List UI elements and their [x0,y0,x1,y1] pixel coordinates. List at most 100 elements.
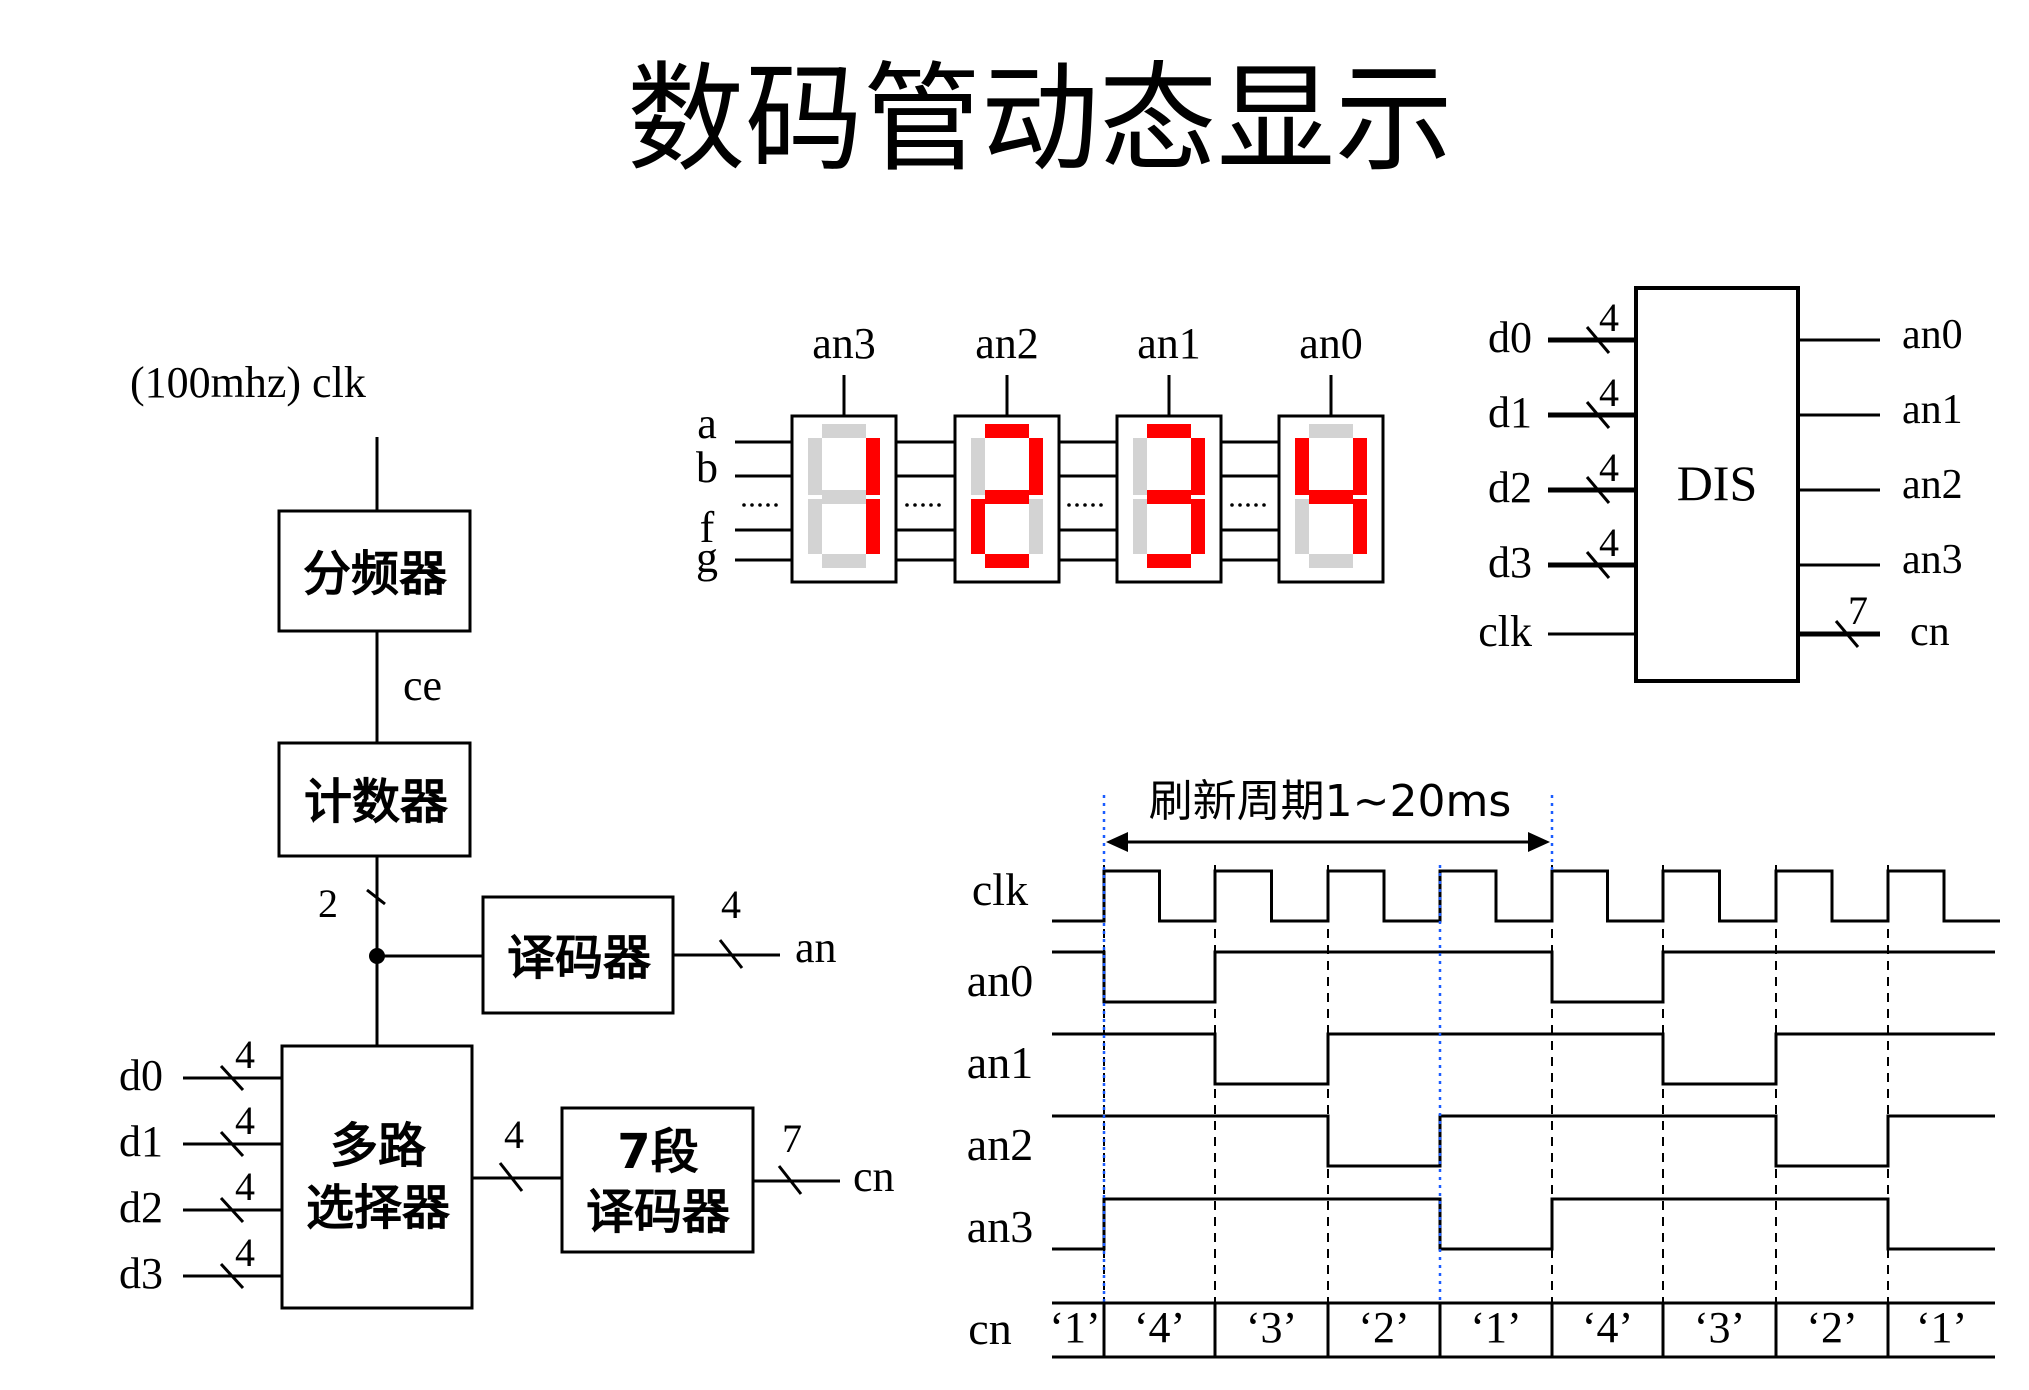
continuation-dot [1262,503,1266,507]
dis-input-width: 4 [1599,445,1619,490]
dis-input-label: clk [1478,607,1532,656]
dis-output-label: cn [1910,609,1950,655]
continuation-dot [1075,503,1079,507]
seven-segment-digit: an0 [1277,319,1385,584]
counter-block [277,741,472,858]
dis-block [1548,286,1880,683]
mux-block [280,1044,474,1310]
segment-d [1309,554,1353,568]
dis-input-label: d1 [1488,388,1532,437]
dis-inputs: d0 4 d1 4 d2 4 d3 4 clk [1478,295,1619,656]
dis-block-box [1634,286,1800,683]
continuation-dot [913,503,917,507]
divider-block [277,509,472,633]
segment-e [971,499,985,554]
input-width-label: 4 [235,1230,255,1275]
segment-f [1133,438,1147,495]
input-width-label: 4 [235,1098,255,1143]
continuation-dot [766,503,770,507]
segment-line-label: f [700,503,715,552]
segment-g [985,490,1029,504]
refresh-period-label: 刷新周期1~20ms [1149,776,1512,827]
dis-output-label: an3 [1902,537,1963,583]
cn-value-label: ‘4’ [1582,1303,1633,1352]
segment-e [808,499,822,554]
continuation-dot [929,503,933,507]
decoder-label: 译码器 [507,930,652,986]
continuation-dot [750,503,754,507]
dis-output-label: an0 [1902,312,1963,358]
continuation-dot [1230,503,1234,507]
signal-label: an1 [967,1037,1033,1088]
continuation-dot [1246,503,1250,507]
segment-a [822,424,866,438]
block-diagram [183,437,840,1310]
signal-label: an2 [967,1119,1033,1170]
segment-g [1309,490,1353,504]
segment-c [866,499,880,554]
sel-width-label: 2 [318,881,338,926]
dis-input-width: 4 [1599,520,1619,565]
segment-line-label: g [696,533,718,582]
input-width-label: 4 [235,1164,255,1209]
cn-value-label: ‘1’ [1470,1303,1521,1352]
input-label: d2 [119,1183,163,1232]
mux-out-width-label: 4 [504,1112,524,1157]
segment-d [985,554,1029,568]
continuation-dot [937,503,941,507]
segment-b [1191,438,1205,495]
dis-input-width: 4 [1599,295,1619,340]
dis-output-width: 7 [1848,588,1868,633]
waveform-an1 [1052,1032,1995,1086]
cn-value-label: ‘4’ [1134,1303,1185,1352]
mux-label-line1: 多路 [330,1118,427,1174]
continuation-dot [1067,503,1071,507]
cn-value-label: ‘1’ [1916,1303,1967,1352]
dis-input-label: d2 [1488,463,1532,512]
segment-f [1295,438,1309,495]
dis-block-label: DIS [1677,455,1758,511]
cn-output-label: cn [853,1152,895,1201]
waveform-an2 [1052,1114,1995,1168]
signal-label: an3 [967,1201,1033,1252]
counter-label: 计数器 [304,774,449,830]
digit-enable-label: an3 [812,319,876,368]
segment-b [866,438,880,495]
segment-a [1147,424,1191,438]
segment-d [1147,554,1191,568]
waveform-an3 [1052,1197,1995,1251]
ce-label: ce [403,661,442,710]
cn-value-label: ‘2’ [1358,1303,1409,1352]
segment-a [985,424,1029,438]
refresh-arrow-head-right [1528,832,1550,852]
cn-width-label: 7 [782,1116,802,1161]
input-label: d0 [119,1051,163,1100]
clk-waveform [1052,869,2000,923]
page-title: 数码管动态显示 [627,50,1453,188]
divider-label: 分频器 [303,546,448,602]
seven-segment-digit: an1 [1115,319,1223,584]
segment-e [1295,499,1309,554]
segment-f [971,438,985,495]
segment-f [808,438,822,495]
continuation-dot [921,503,925,507]
input-label: d1 [119,1117,163,1166]
seven-segment-digit: an2 [953,319,1061,584]
segment-c [1353,499,1367,554]
segment-e [1133,499,1147,554]
signal-label: clk [972,864,1028,915]
dis-input-label: d3 [1488,538,1532,587]
cn-value-label: ‘1’ [1049,1303,1100,1352]
seg-decoder-label-line2: 译码器 [586,1184,731,1240]
continuation-dot [774,503,778,507]
dis-input-width: 4 [1599,370,1619,415]
segment-line-label: b [696,443,718,492]
segment-d [822,554,866,568]
continuation-dot [1254,503,1258,507]
segment-b [1029,438,1043,495]
segment-g [822,490,866,504]
segment-a [1309,424,1353,438]
segment-c [1191,499,1205,554]
